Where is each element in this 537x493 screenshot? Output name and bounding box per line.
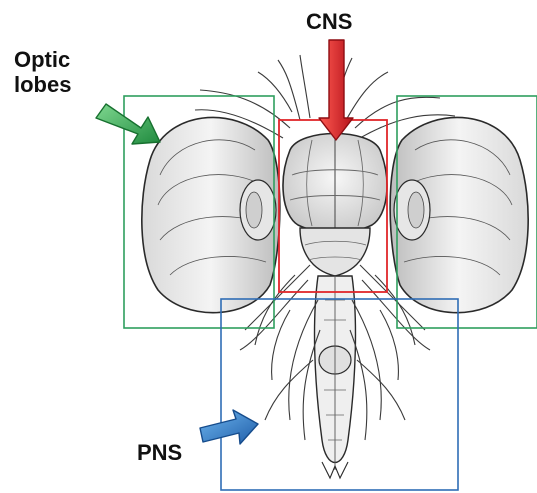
central-brain: [283, 134, 387, 277]
optic-lobes-label: Optic lobes: [14, 48, 71, 97]
green-arrow-icon: [96, 104, 160, 144]
ventral-nerve-cord: [315, 276, 356, 478]
right-optic-lobe: [390, 117, 528, 312]
pns-label: PNS: [137, 441, 182, 466]
optic-lobes-label-line2: lobes: [14, 73, 71, 98]
optic-lobes-label-line1: Optic: [14, 48, 71, 73]
left-optic-lobe: [142, 117, 280, 312]
red-arrow-icon: [319, 40, 353, 140]
blue-arrow-icon: [200, 410, 258, 444]
cns-label: CNS: [306, 10, 352, 35]
